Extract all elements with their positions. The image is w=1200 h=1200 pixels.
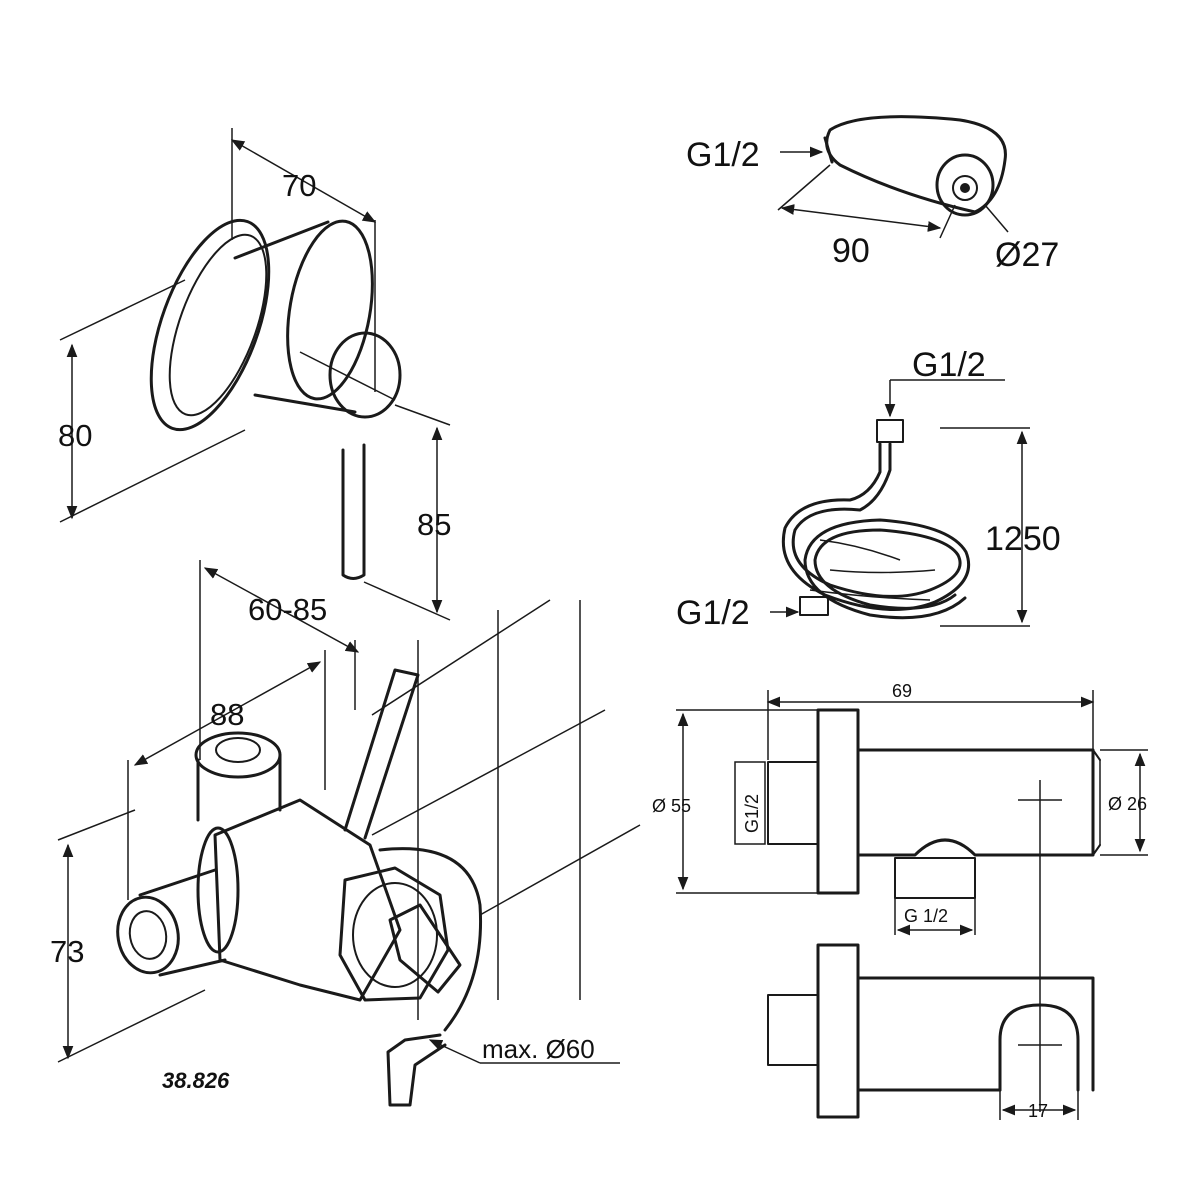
hand-shower-diameter-label: Ø27 [995,236,1059,274]
body-end [196,826,240,954]
dim-88-label: 88 [210,697,244,732]
lever [341,443,366,580]
inlet-port [116,895,180,975]
outlet-thread-out-label: G 1/2 [904,906,948,926]
holder-thread [767,994,819,1066]
outlet-flange-diameter-label: Ø 55 [652,796,691,816]
product-code: 38.826 [162,1068,230,1093]
body-cylinder [213,798,402,1002]
max-diameter-note: max. Ø60 [482,1034,595,1064]
outlet-thread [894,857,976,899]
outlet-diameter-label: Ø 26 [1108,794,1147,814]
holder-width-label: 17 [1028,1101,1048,1121]
handle-body [233,220,357,414]
spray-face [935,153,995,217]
outlet-flange [816,708,860,895]
dim-73-label: 73 [50,934,84,969]
hex-nut [338,866,450,1002]
hand-shower-thread-label: G1/2 [686,136,760,174]
wall-outlet-view: 69 Ø 55 G1/2 Ø 26 G 1/2 [652,681,1148,1121]
dim-70-label: 70 [282,168,316,203]
valve-body-view: 60-85 88 73 max. Ø60 38.826 [50,560,641,1107]
lever-ghost [343,668,420,840]
dim-80-label: 80 [58,418,92,453]
hose-length-label: 1250 [985,520,1061,558]
hose-thread-top-label: G1/2 [912,346,986,384]
hose-thread-bottom-label: G1/2 [676,594,750,632]
hose-view: G1/2 G1/2 1250 [676,346,1061,632]
outlet-body [856,748,1095,857]
spindle [388,903,462,994]
valve-front-view: 70 80 85 [58,128,451,621]
holder-flange [816,943,860,1119]
dim-85-label: 85 [417,507,451,542]
hose-coil [781,442,971,620]
top-connector [194,731,282,779]
rosette-inner [168,233,268,417]
inlet-thread [767,761,819,845]
handle-cap [328,331,402,419]
holder-cradle [998,1003,1080,1092]
outlet-thread-in-label: G1/2 [742,794,762,833]
outlet-length-label: 69 [892,681,912,701]
hand-shower-length-label: 90 [832,232,870,270]
hand-shower-body [825,115,1007,214]
dim-60-85-label: 60-85 [248,592,327,627]
hand-shower-view: G1/2 90 Ø27 [686,115,1059,274]
rosette-outer [149,218,271,432]
